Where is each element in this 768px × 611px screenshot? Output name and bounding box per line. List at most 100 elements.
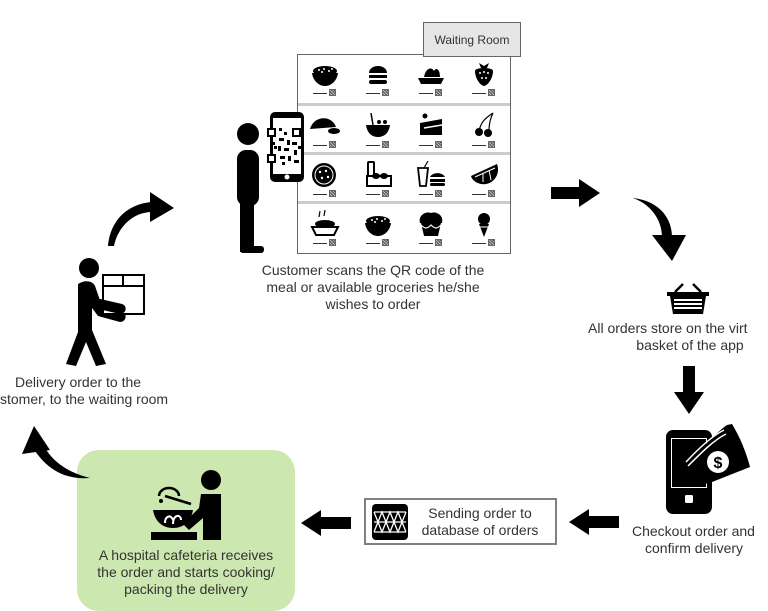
qr-tag xyxy=(312,141,339,149)
menu-item[interactable] xyxy=(464,205,504,251)
menu-card xyxy=(297,54,511,254)
qr-tag xyxy=(312,190,339,198)
curved-arrow-down-icon xyxy=(633,198,686,261)
arrow-line xyxy=(365,243,380,244)
cafeteria-step-label: A hospital cafeteria receives the order … xyxy=(77,547,295,598)
menu-divider xyxy=(298,152,510,155)
menu-item[interactable] xyxy=(358,205,398,251)
arrow-left-icon xyxy=(569,509,619,535)
qr-tag xyxy=(418,89,445,97)
qr-tag xyxy=(418,190,445,198)
qr-tag xyxy=(312,89,339,97)
cafeteria-box: A hospital cafeteria receives the order … xyxy=(77,450,295,611)
menu-item[interactable] xyxy=(411,205,451,251)
menu-item[interactable] xyxy=(464,156,504,202)
qr-code-icon[interactable] xyxy=(434,190,442,197)
arrow-line xyxy=(471,194,486,195)
qr-code-icon[interactable] xyxy=(487,239,495,246)
cafeteria-label-line: the order and starts cooking/ xyxy=(97,564,275,580)
arrow-line xyxy=(312,243,327,244)
scan-label-line: meal or available groceries he/she xyxy=(266,279,480,295)
noodles-icon xyxy=(309,209,340,236)
qr-tag xyxy=(418,239,445,247)
qr-code-icon[interactable] xyxy=(434,141,442,148)
rice-bowl-icon xyxy=(311,66,338,86)
cafeteria-label-line: A hospital cafeteria receives xyxy=(98,547,274,563)
menu-item[interactable] xyxy=(464,55,504,101)
basket-step-label: All orders store on the virt basket of t… xyxy=(585,320,768,354)
burger-icon xyxy=(368,66,387,84)
cupcake-icon xyxy=(419,212,442,236)
qr-code-icon[interactable] xyxy=(381,141,389,148)
menu-row xyxy=(298,205,510,252)
qr-code-icon[interactable] xyxy=(381,190,389,197)
qr-tag xyxy=(471,239,498,247)
arrow-line xyxy=(312,145,327,146)
basket-icon xyxy=(667,283,709,314)
scan-step-label: Customer scans the QR code of the meal o… xyxy=(240,262,506,313)
menu-item[interactable] xyxy=(305,107,345,153)
tacos-icon xyxy=(309,118,340,134)
checkout-step-label: Checkout order and confirm delivery xyxy=(630,523,768,557)
sending-label-line: Sending order to xyxy=(428,505,532,521)
sending-label-line: database of orders xyxy=(421,522,539,538)
menu-row xyxy=(298,55,510,102)
qr-code-icon[interactable] xyxy=(328,89,336,96)
arrow-line xyxy=(312,93,327,94)
arrow-line xyxy=(312,194,327,195)
basket-label-line: basket of the app xyxy=(636,337,744,353)
arrow-line xyxy=(418,194,433,195)
menu-divider xyxy=(298,201,510,204)
arrow-right-icon xyxy=(551,179,600,207)
menu-item[interactable] xyxy=(411,55,451,101)
menu-item[interactable] xyxy=(464,107,504,153)
arrow-line xyxy=(365,194,380,195)
delivery-person-icon xyxy=(66,258,145,366)
cherries-icon xyxy=(474,112,494,137)
scan-label-line: wishes to order xyxy=(325,296,421,312)
qr-code-icon[interactable] xyxy=(434,239,442,246)
menu-item[interactable] xyxy=(411,156,451,202)
qr-code-icon[interactable] xyxy=(381,89,389,96)
menu-item[interactable] xyxy=(411,107,451,153)
strawberry-icon xyxy=(474,63,493,86)
menu-row xyxy=(298,107,510,154)
qr-tag xyxy=(471,89,498,97)
ice-cream-icon xyxy=(477,213,490,237)
cafeteria-label-line: packing the delivery xyxy=(124,581,248,597)
menu-row xyxy=(298,156,510,203)
dish-icon xyxy=(417,68,444,84)
qr-code-icon[interactable] xyxy=(328,190,336,197)
qr-code-icon[interactable] xyxy=(381,239,389,246)
menu-item[interactable] xyxy=(358,107,398,153)
citrus-slice-icon xyxy=(470,164,498,185)
menu-item[interactable] xyxy=(358,55,398,101)
checkout-label-line: confirm delivery xyxy=(645,540,744,556)
qr-code-icon[interactable] xyxy=(487,190,495,197)
menu-item[interactable] xyxy=(358,156,398,202)
groceries-icon xyxy=(365,161,392,187)
qr-tag xyxy=(365,89,392,97)
curved-arrow-up-left-icon xyxy=(22,426,90,479)
menu-item[interactable] xyxy=(305,55,345,101)
customer-scanning-qr-icon xyxy=(237,112,304,253)
arrow-line xyxy=(418,93,433,94)
qr-code-icon[interactable] xyxy=(328,239,336,246)
menu-item[interactable] xyxy=(305,205,345,251)
svg-text:$: $ xyxy=(714,455,723,472)
qr-tag xyxy=(365,141,392,149)
qr-tag xyxy=(312,239,339,247)
qr-code-icon[interactable] xyxy=(434,89,442,96)
waiting-room-text: Waiting Room xyxy=(434,32,510,47)
qr-code-icon[interactable] xyxy=(328,141,336,148)
qr-tag xyxy=(365,190,392,198)
drink-burger-icon xyxy=(416,160,445,187)
delivery-step-label: Delivery order to the stomer, to the wai… xyxy=(0,374,190,408)
menu-item[interactable] xyxy=(305,156,345,202)
qr-code-icon[interactable] xyxy=(487,89,495,96)
waiting-room-label: Waiting Room xyxy=(423,22,521,57)
arrow-line xyxy=(418,145,433,146)
arrow-line xyxy=(418,243,433,244)
qr-code-icon[interactable] xyxy=(487,141,495,148)
mobile-payment-icon: $ xyxy=(666,424,750,514)
